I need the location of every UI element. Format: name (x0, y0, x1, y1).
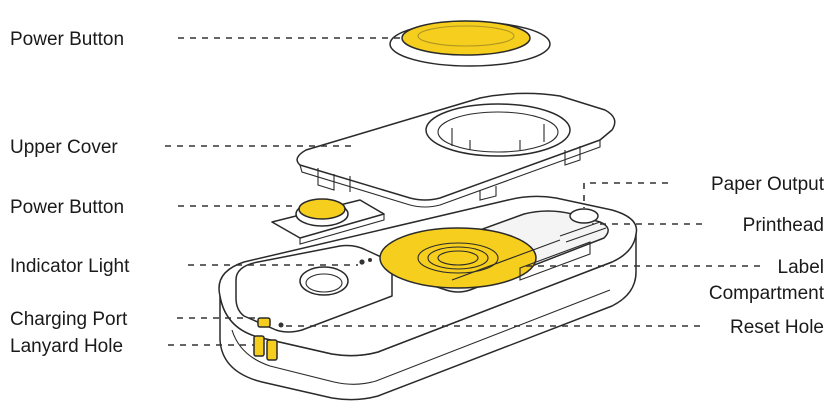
paper-output-label: Paper Output (711, 174, 825, 195)
leader-lines (165, 37, 760, 346)
printhead-label: Printhead (743, 215, 824, 236)
power-button-assembly (271, 198, 385, 245)
power-button-inner-label: Power Button (10, 197, 124, 218)
printer-body (218, 195, 638, 401)
reset-hole-label: Reset Hole (730, 317, 824, 338)
power-button-cap (389, 20, 551, 67)
upper-cover-label: Upper Cover (10, 137, 118, 158)
label-compartment-label-line2: Compartment (709, 283, 825, 304)
indicator-light-label: Indicator Light (10, 256, 130, 277)
lanyard-hole-label: Lanyard Hole (10, 336, 123, 357)
power-button-top-label: Power Button (10, 29, 124, 50)
charging-port-label: Charging Port (10, 309, 128, 330)
upper-cover (296, 92, 616, 208)
label-compartment-label-line1: Label (778, 257, 825, 278)
